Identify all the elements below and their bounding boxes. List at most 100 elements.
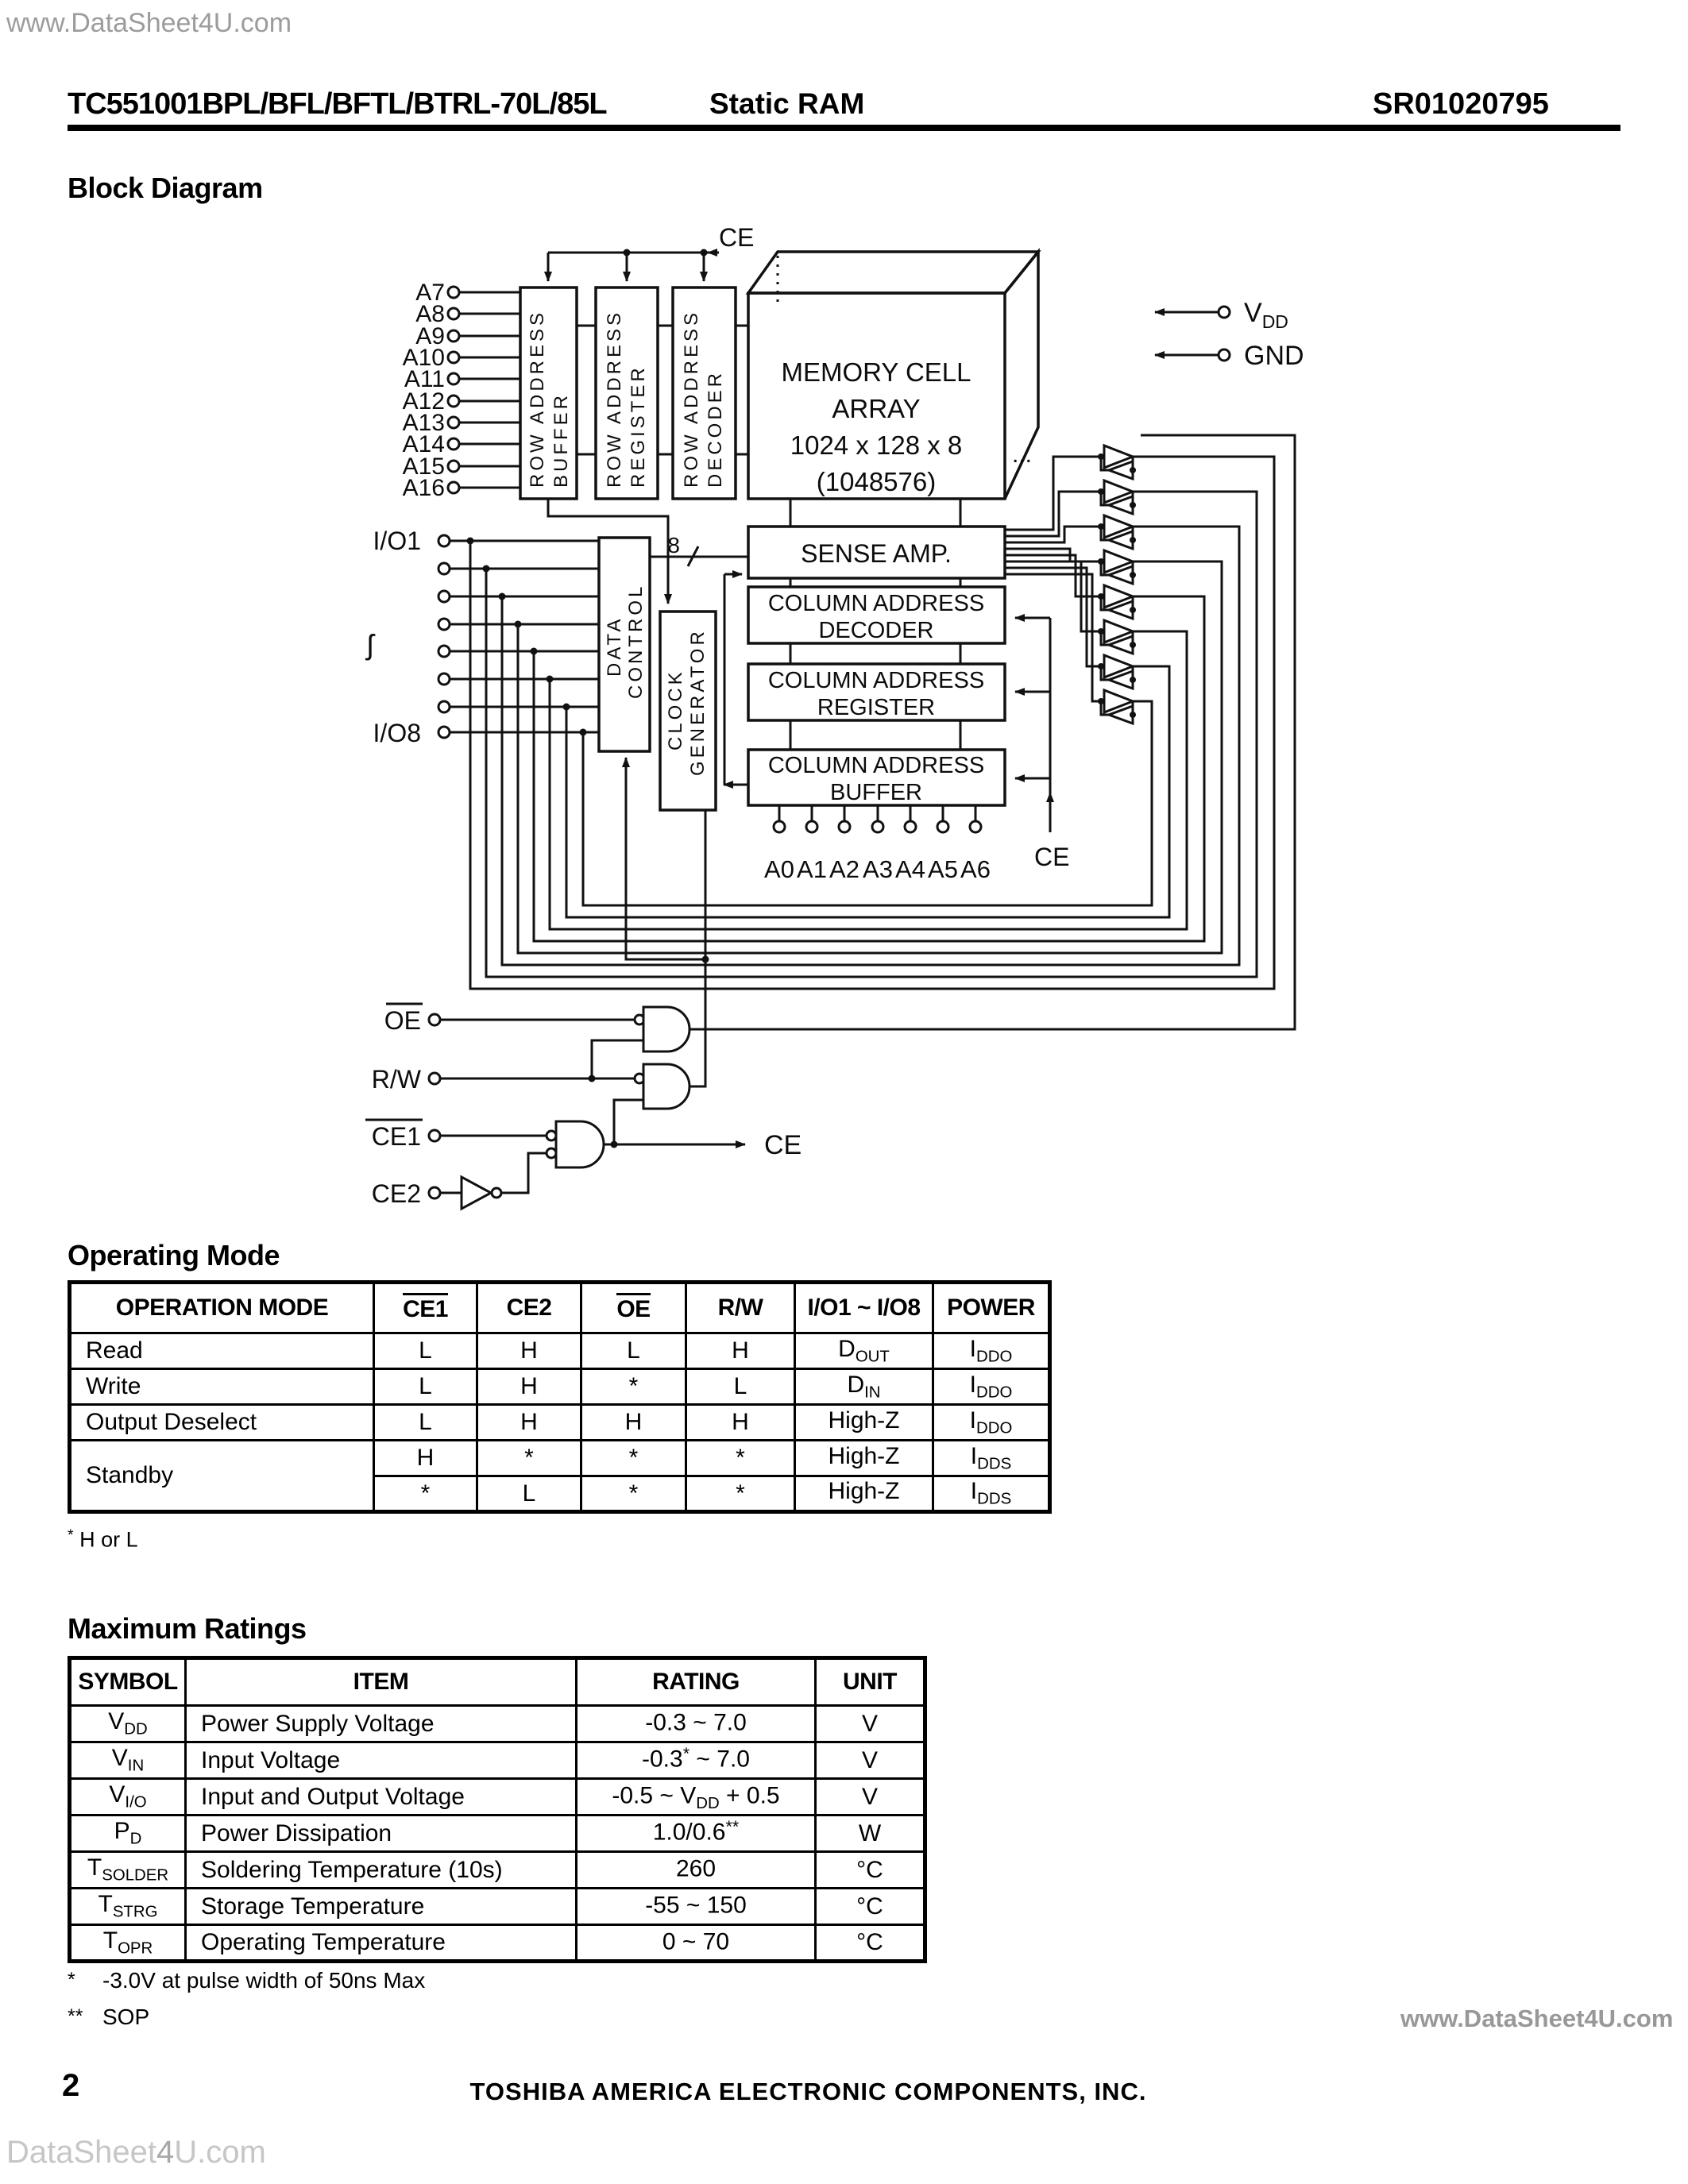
svg-text:A2: A2 bbox=[829, 855, 859, 883]
svg-text:ROW ADDRESS: ROW ADDRESS bbox=[604, 310, 625, 488]
oe-and-gate bbox=[642, 1005, 691, 1053]
col-rating: RATING bbox=[575, 1657, 817, 1707]
io1-label: I/O1 bbox=[373, 527, 421, 555]
footnote-1: *-3.0V at pulse width of 50ns Max bbox=[68, 1968, 426, 1993]
column-address-decoder-block: COLUMN ADDRESS DECODER bbox=[747, 585, 1006, 645]
pin-a14: A14 bbox=[403, 431, 445, 457]
io-buffer-triangles bbox=[1098, 443, 1137, 726]
array-ellipsis: ... bbox=[1012, 442, 1032, 468]
block-diagram: CE A7 A8 A9 A10 A11 A12 A13 A14 A15 A16 bbox=[365, 223, 1304, 1211]
oe-label: OE bbox=[384, 1006, 421, 1035]
col-ce2: CE2 bbox=[476, 1281, 582, 1334]
table-row: Standby H * * * High-Z IDDS bbox=[68, 1439, 1051, 1513]
page-number: 2 bbox=[62, 2068, 80, 2103]
svg-text:REGISTER: REGISTER bbox=[628, 365, 649, 488]
svg-text:(1048576): (1048576) bbox=[817, 467, 936, 496]
ce-top-net: CE bbox=[544, 223, 754, 282]
part-number: TC551001BPL/BFL/BFTL/BTRL-70L/85L bbox=[68, 87, 608, 121]
svg-text:ROW ADDRESS: ROW ADDRESS bbox=[527, 310, 548, 488]
pin-a12: A12 bbox=[403, 388, 445, 415]
io-pins: I/O1 I/O8 ʃ bbox=[365, 527, 599, 747]
io8-label: I/O8 bbox=[373, 719, 421, 747]
table-row: TSTRG Storage Temperature -55 ~ 150 °C bbox=[68, 1887, 926, 1926]
data-bus-8: 8 bbox=[650, 533, 748, 789]
pin-a9: A9 bbox=[415, 323, 445, 349]
column-address-pins: A0 A1 A2 A3 A4 A5 A6 bbox=[764, 805, 991, 883]
svg-text:A0: A0 bbox=[764, 855, 794, 883]
pin-a13: A13 bbox=[403, 410, 445, 436]
address-pins-a7-a16: A7 A8 A9 A10 A11 A12 A13 A14 A15 A16 bbox=[403, 280, 520, 501]
sense-amp-fanout bbox=[1005, 455, 1104, 703]
row-address-decoder-block: ROW ADDRESS DECODER bbox=[671, 286, 737, 500]
ce2-label: CE2 bbox=[372, 1179, 421, 1208]
svg-text:A1: A1 bbox=[797, 855, 827, 883]
watermark-bottom-left: DataSheet4U.com bbox=[6, 2135, 266, 2170]
pin-a16: A16 bbox=[403, 475, 445, 501]
svg-text:DECODER: DECODER bbox=[705, 370, 726, 488]
sense-amp-block: SENSE AMP. bbox=[747, 525, 1006, 580]
svg-text:A6: A6 bbox=[960, 855, 991, 883]
data-control-block: DATA CONTROL bbox=[597, 536, 651, 753]
pin-a10: A10 bbox=[403, 345, 445, 371]
block-diagram-title: Block Diagram bbox=[68, 172, 263, 204]
maximum-ratings-title: Maximum Ratings bbox=[68, 1612, 307, 1645]
table-row: Read L H L H DOUT IDDO bbox=[68, 1332, 1051, 1370]
table-row: TOPR Operating Temperature 0 ~ 70 °C bbox=[68, 1923, 926, 1963]
ce-column-label: CE bbox=[1034, 843, 1069, 871]
header-rule bbox=[68, 125, 1620, 131]
rw-label: R/W bbox=[372, 1065, 422, 1094]
col-oe: OE bbox=[580, 1281, 687, 1334]
table-row: TSOLDER Soldering Temperature (10s) 260 … bbox=[68, 1850, 926, 1889]
col-rw: R/W bbox=[685, 1281, 796, 1334]
row-block-links bbox=[547, 324, 748, 604]
device-category: Static RAM bbox=[709, 87, 865, 120]
clock-generator-block: CLOCK GENERATOR bbox=[659, 610, 717, 812]
table-row: VDD Power Supply Voltage -0.3 ~ 7.0 V bbox=[68, 1704, 926, 1743]
column-address-register-block: COLUMN ADDRESS REGISTER bbox=[747, 662, 1006, 722]
watermark-top: www.DataSheet4U.com bbox=[6, 8, 292, 38]
column-address-buffer-block: COLUMN ADDRESS BUFFER bbox=[747, 748, 1006, 807]
operating-mode-header-row: OPERATION MODE CE1 CE2 OE R/W I/O1 ~ I/O… bbox=[68, 1281, 1051, 1334]
svg-text:ARRAY: ARRAY bbox=[832, 394, 920, 423]
svg-text:CLOCK: CLOCK bbox=[665, 669, 686, 751]
table-row: Output Deselect L H H H High-Z IDDO bbox=[68, 1403, 1051, 1441]
col-item: ITEM bbox=[184, 1657, 577, 1707]
svg-text:CONTROL: CONTROL bbox=[625, 584, 647, 699]
svg-text:COLUMN ADDRESS: COLUMN ADDRESS bbox=[768, 753, 984, 778]
svg-text:BUFFER: BUFFER bbox=[830, 780, 922, 805]
maximum-ratings-header-row: SYMBOL ITEM RATING UNIT bbox=[68, 1657, 926, 1707]
pin-a11: A11 bbox=[404, 366, 445, 392]
operating-mode-table: OPERATION MODE CE1 CE2 OE R/W I/O1 ~ I/O… bbox=[68, 1280, 1052, 1514]
svg-text:COLUMN ADDRESS: COLUMN ADDRESS bbox=[768, 668, 984, 693]
svg-text:DECODER: DECODER bbox=[818, 618, 933, 643]
footnote-2: **SOP bbox=[68, 2005, 150, 2029]
h-or-l-footnote: * H or L bbox=[68, 1526, 138, 1552]
svg-text:SENSE AMP.: SENSE AMP. bbox=[801, 539, 952, 568]
svg-text:COLUMN ADDRESS: COLUMN ADDRESS bbox=[768, 591, 984, 616]
vdd-label: VDD bbox=[1244, 298, 1288, 332]
memory-cell-array-block: MEMORY CELL ARRAY 1024 x 128 x 8 (104857… bbox=[745, 248, 1041, 500]
pin-a8: A8 bbox=[415, 301, 445, 327]
row-address-buffer-block: ROW ADDRESS BUFFER bbox=[519, 286, 578, 500]
bus-width-label: 8 bbox=[667, 533, 680, 558]
col-io: I/O1 ~ I/O8 bbox=[794, 1281, 934, 1334]
svg-text:MEMORY CELL: MEMORY CELL bbox=[781, 357, 971, 387]
control-gates: OE R/W CE1 CE2 bbox=[365, 434, 1296, 1211]
col-power: POWER bbox=[932, 1281, 1051, 1334]
pin-a7: A7 bbox=[415, 280, 445, 306]
power-pins: VDD GND bbox=[1154, 298, 1304, 371]
operating-mode-title: Operating Mode bbox=[68, 1239, 280, 1271]
svg-text:A4: A4 bbox=[895, 855, 925, 883]
table-row: VI/O Input and Output Voltage -0.5 ~ VDD… bbox=[68, 1777, 926, 1816]
doc-code: SR01020795 bbox=[1373, 87, 1549, 121]
watermark-bottom-right: www.DataSheet4U.com bbox=[1400, 2005, 1674, 2032]
ce-out-label: CE bbox=[764, 1130, 802, 1160]
io-continuation-mark: ʃ bbox=[365, 628, 376, 661]
svg-text:GENERATOR: GENERATOR bbox=[687, 628, 709, 776]
maximum-ratings-table: SYMBOL ITEM RATING UNIT VDD Power Supply… bbox=[68, 1656, 927, 1964]
svg-text:A3: A3 bbox=[863, 855, 893, 883]
table-row: PD Power Dissipation 1.0/0.6** W bbox=[68, 1814, 926, 1853]
col-ce1: CE1 bbox=[373, 1281, 478, 1334]
ce1-label: CE1 bbox=[372, 1122, 421, 1151]
